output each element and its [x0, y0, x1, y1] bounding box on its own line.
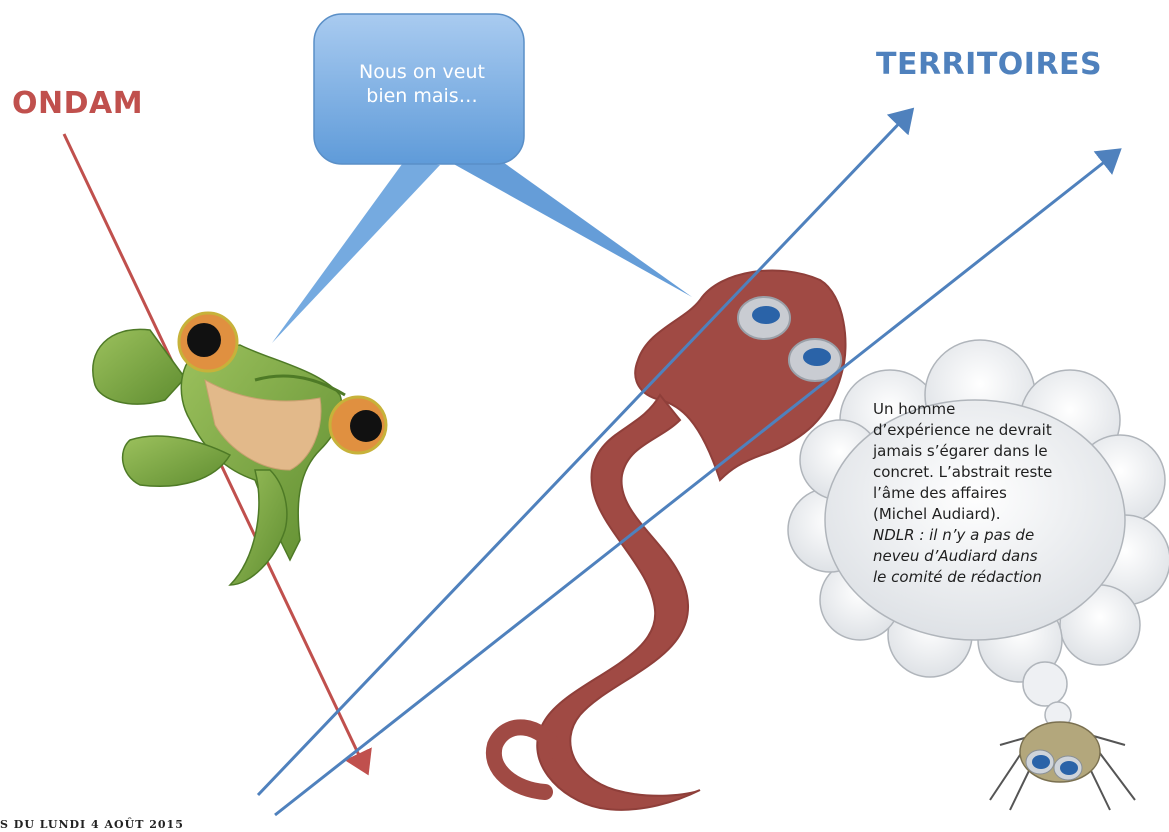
speech-bubble-text: Nous on veut bien mais…	[322, 60, 522, 108]
quote-line: jamais s’égarer dans le	[873, 441, 1073, 462]
ondam-label: ONDAM	[12, 86, 143, 121]
territoires-label: TERRITOIRES	[876, 47, 1102, 82]
speech-line: Nous on veut	[322, 60, 522, 84]
ndlr-line: neveu d’Audiard dans	[873, 546, 1073, 567]
ndlr-line: NDLR : il n’y a pas de	[873, 525, 1073, 546]
quote-line: (Michel Audiard).	[873, 504, 1073, 525]
quote-line: l’âme des affaires	[873, 483, 1073, 504]
quote-line: concret. L’abstrait reste	[873, 462, 1073, 483]
frog	[93, 313, 386, 585]
speech-line: bien mais…	[322, 84, 522, 108]
ndlr-line: le comité de rédaction	[873, 567, 1073, 588]
footer-date: S DU LUNDI 4 AOÛT 2015	[0, 818, 184, 831]
quote-line: Un homme	[873, 399, 1073, 420]
quote-line: d’expérience ne devrait	[873, 420, 1073, 441]
thought-bubble-text: Un homme d’expérience ne devrait jamais …	[873, 399, 1073, 588]
small-bug	[990, 722, 1135, 810]
